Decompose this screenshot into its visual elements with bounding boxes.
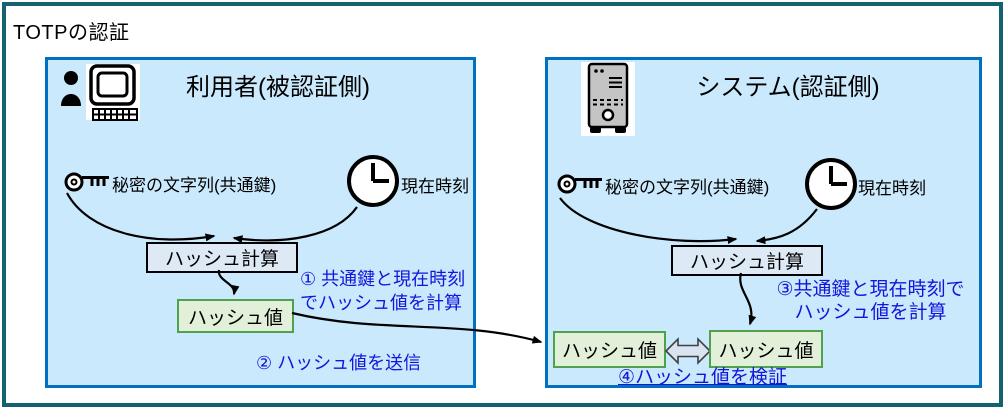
double-arrow-icon xyxy=(665,336,711,366)
secret-key-label: 秘密の文字列(共通鍵) xyxy=(605,178,770,197)
current-time-label: 現在時刻 xyxy=(858,179,926,198)
user-panel: 利用者(被認証側) 秘密の文字列(共通鍵) 現在時刻 ハッシ xyxy=(45,57,476,388)
step3-annotation: ③共通鍵と現在時刻で ハッシュ値を計算 xyxy=(776,279,965,323)
hash-value-computed-box: ハッシュ値 xyxy=(709,330,823,368)
system-panel: システム(認証側) 秘密の文字列(共通鍵) 現在時刻 ハッシ xyxy=(545,57,982,388)
hash-calc-box: ハッシュ計算 xyxy=(146,242,298,273)
clock-icon xyxy=(345,153,401,209)
hash-value-received-box: ハッシュ値 xyxy=(553,331,666,368)
step2-annotation: ② ハッシュ値を送信 xyxy=(256,353,422,373)
secret-key-label: 秘密の文字列(共通鍵) xyxy=(112,176,277,195)
server-icon xyxy=(581,62,635,136)
key-icon xyxy=(557,170,603,198)
hash-calc-box: ハッシュ計算 xyxy=(671,245,823,276)
clock-icon xyxy=(803,156,859,212)
system-panel-title: システム(認証側) xyxy=(696,74,880,101)
step1-annotation: ① 共通鍵と現在時刻 でハッシュ値を計算 xyxy=(300,269,466,313)
step4-annotation: ④ハッシュ値を検証 xyxy=(618,367,788,388)
current-time-label: 現在時刻 xyxy=(401,177,469,196)
user-panel-title: 利用者(被認証側) xyxy=(186,74,370,101)
user-computer-icon xyxy=(60,64,140,122)
diagram-title: TOTPの認証 xyxy=(13,22,130,44)
hash-value-box: ハッシュ値 xyxy=(177,299,294,333)
key-icon xyxy=(64,168,110,196)
